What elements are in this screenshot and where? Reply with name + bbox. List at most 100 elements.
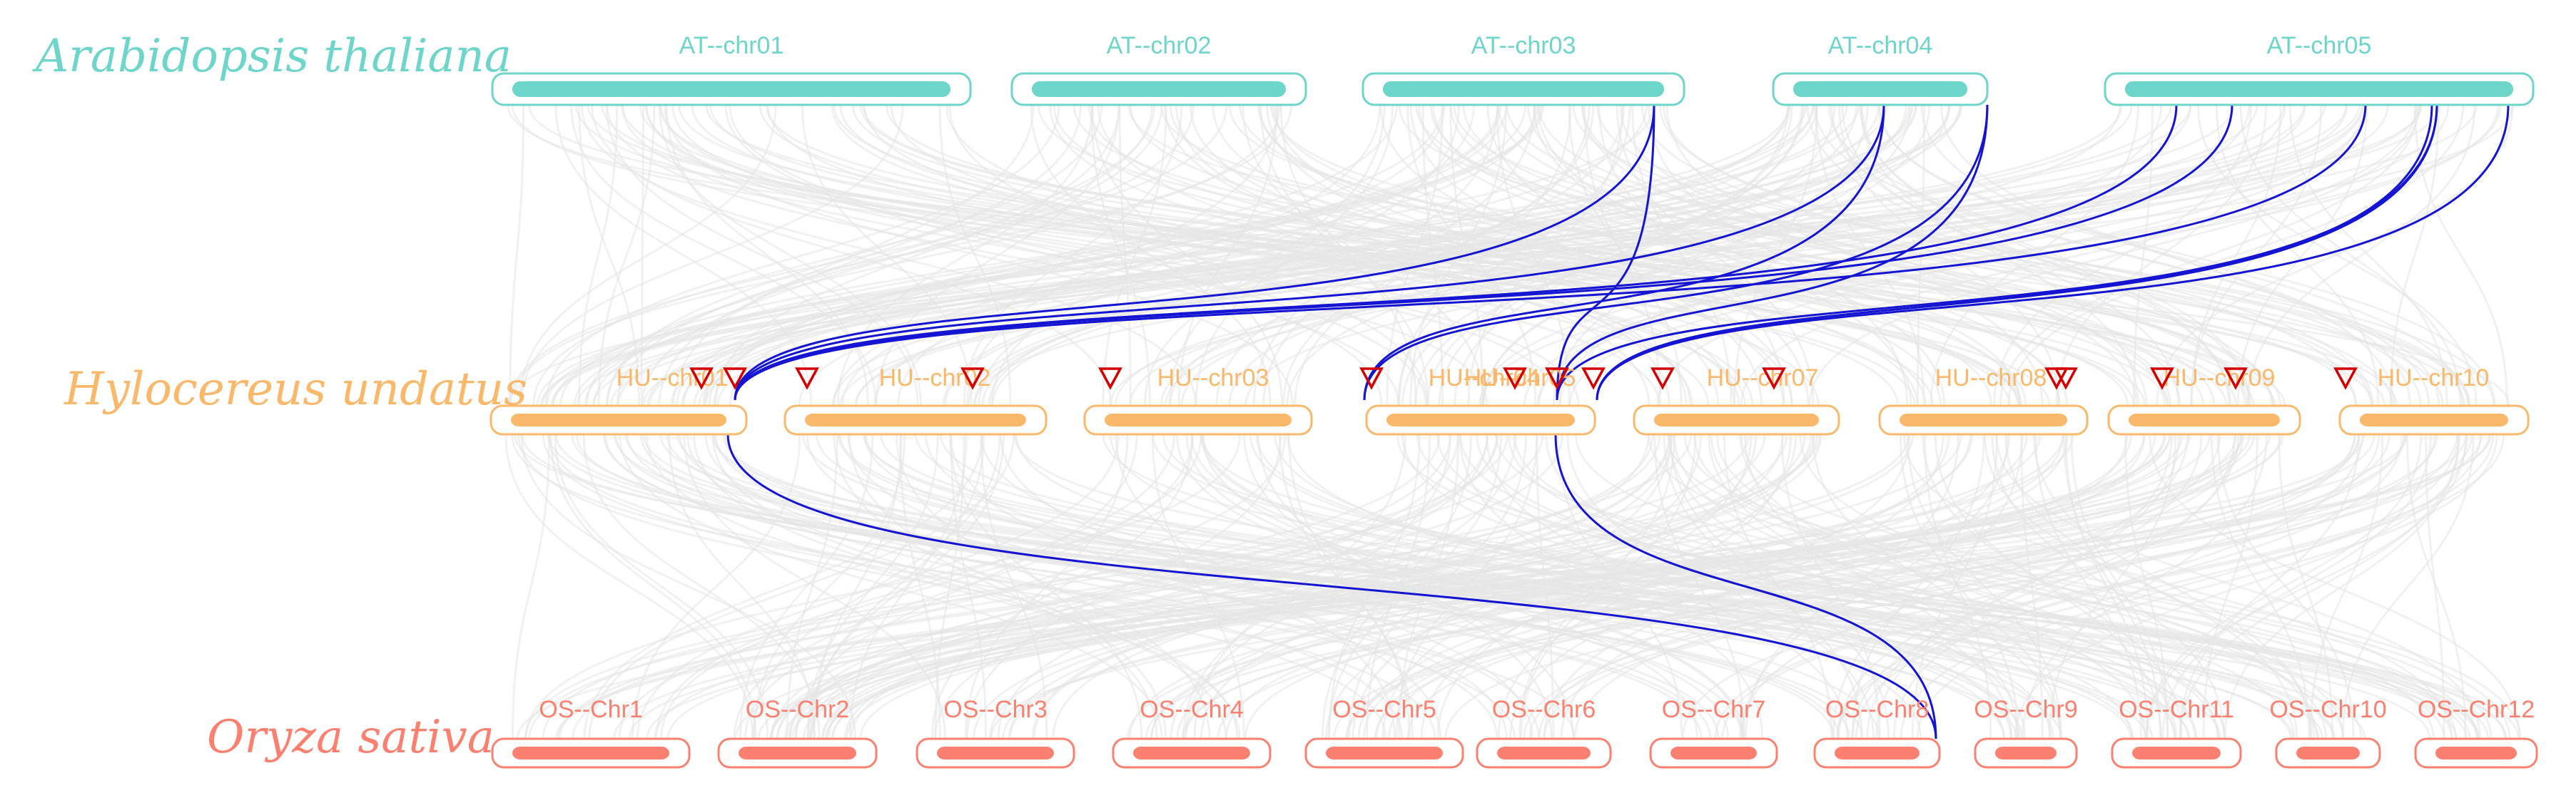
chromosome-os-12[interactable]: OS--Chr12 <box>2414 696 2538 769</box>
chromosome-os-1[interactable]: OS--Chr1 <box>491 696 691 769</box>
background-link <box>770 434 1499 740</box>
chromosome-bar <box>2296 747 2360 759</box>
highlight-link-layer <box>726 104 2510 740</box>
background-link <box>683 434 946 740</box>
background-link <box>854 104 2422 406</box>
highlight-link <box>1596 104 2510 401</box>
gene-marker-icon <box>960 367 985 390</box>
species-label-hu: Hylocereus undatus <box>64 363 527 416</box>
chromosome-bar <box>1670 747 1757 759</box>
background-link <box>1128 104 2348 406</box>
chromosome-label: HU--chr09 <box>2164 364 2276 392</box>
background-link <box>950 434 987 740</box>
chromosome-os-7[interactable]: OS--Chr7 <box>1649 696 1778 769</box>
highlight-link <box>734 104 2233 401</box>
background-link <box>1673 434 2146 740</box>
chromosome-os-11[interactable]: OS--Chr10 <box>2269 696 2387 769</box>
background-link <box>1837 434 2203 740</box>
chromosome-label: AT--chr01 <box>679 32 784 59</box>
chromosome-hu-5[interactable] <box>1633 404 1840 436</box>
background-link <box>2425 434 2445 740</box>
background-link <box>1536 434 1555 740</box>
background-link <box>1432 104 2061 406</box>
chromosome-bar <box>1793 81 1967 97</box>
chromosome-os-4[interactable]: OS--Chr4 <box>1112 696 1272 769</box>
chromosome-bar <box>2129 414 2280 426</box>
background-link <box>544 104 1060 406</box>
highlight-link <box>1556 104 1989 401</box>
chromosome-os-8[interactable]: OS--Chr8 <box>1813 696 1941 769</box>
chromosome-bar <box>512 81 950 97</box>
background-link <box>1523 104 2368 406</box>
background-link <box>645 434 1241 740</box>
background-link <box>1279 104 1417 406</box>
chromosome-bar <box>2360 414 2508 426</box>
background-link <box>769 434 2211 740</box>
chromosome-at-5[interactable]: AT--chr05 <box>2104 32 2535 106</box>
background-link <box>2062 434 2162 740</box>
chromosome-label: OS--Chr6 <box>1492 696 1596 723</box>
chromosome-hu-2[interactable] <box>784 404 1048 436</box>
background-link <box>809 434 985 740</box>
chromosome-os-9[interactable]: OS--Chr9 <box>1974 696 2078 769</box>
background-link <box>550 104 2172 406</box>
background-link <box>1476 434 2176 740</box>
chromosome-os-10[interactable]: OS--Chr11 <box>2111 696 2242 769</box>
chromosome-hu-1[interactable] <box>490 404 748 436</box>
chromosome-hu-6[interactable] <box>1878 404 2089 436</box>
background-link <box>1160 104 2358 406</box>
chromosome-bar <box>1032 81 1286 97</box>
background-link <box>938 104 1012 406</box>
chromosome-hu-7[interactable] <box>2107 404 2301 436</box>
background-link <box>1366 434 1431 740</box>
background-link <box>1415 104 2393 406</box>
gene-marker-icon <box>2150 367 2174 390</box>
background-link <box>1109 104 2514 406</box>
background-link <box>2064 434 2149 740</box>
chromosome-label: OS--Chr7 <box>1662 696 1765 723</box>
chromosome-at-2[interactable]: AT--chr02 <box>1010 32 1307 106</box>
background-link <box>964 434 1129 740</box>
chromosome-bar <box>2125 81 2513 97</box>
chromosome-at-4[interactable]: AT--chr04 <box>1772 32 1989 106</box>
background-link <box>865 434 2336 740</box>
background-link <box>1115 104 2306 406</box>
background-link <box>606 104 1400 406</box>
chromosome-os-3[interactable]: OS--Chr3 <box>916 696 1075 769</box>
background-link <box>836 104 1094 406</box>
gene-marker-icon <box>1762 367 1786 390</box>
background-link <box>2149 434 2521 740</box>
chromosome-bar <box>1900 414 2067 426</box>
background-link <box>1482 104 1912 406</box>
background-link <box>524 434 1508 740</box>
background-link <box>655 434 1176 740</box>
chromosome-at-3[interactable]: AT--chr03 <box>1361 32 1685 106</box>
background-link <box>2020 434 2044 740</box>
background-link <box>1420 434 1797 740</box>
chromosome-os-2[interactable]: OS--Chr2 <box>717 696 878 769</box>
background-link <box>1287 434 2012 740</box>
gene-marker-icon <box>1359 367 1384 390</box>
background-link <box>2022 434 2268 740</box>
chromosome-hu-4[interactable] <box>1365 404 1596 436</box>
background-link <box>1444 434 2473 740</box>
chromosome-bar <box>1654 414 1819 426</box>
background-link <box>1832 434 2024 740</box>
gene-marker-layer <box>689 367 2358 390</box>
background-link <box>890 104 1740 406</box>
chromosome-at-1[interactable]: AT--chr01 <box>491 32 972 106</box>
background-link <box>1940 104 2395 406</box>
chromosome-os-6[interactable]: OS--Chr6 <box>1476 696 1612 769</box>
background-link <box>2197 104 2478 406</box>
chromosome-os-5[interactable]: OS--Chr5 <box>1304 696 1464 769</box>
background-link <box>660 434 1202 740</box>
background-link <box>578 104 619 406</box>
background-link <box>2202 434 2258 740</box>
chromosome-hu-8[interactable] <box>2338 404 2530 436</box>
highlight-link <box>1556 104 1655 401</box>
chromosome-label: HU--chr10 <box>2378 364 2490 392</box>
chromosome-bar <box>1835 747 1920 759</box>
chromosome-hu-3[interactable] <box>1083 404 1313 436</box>
gene-marker-icon <box>1098 367 1122 390</box>
